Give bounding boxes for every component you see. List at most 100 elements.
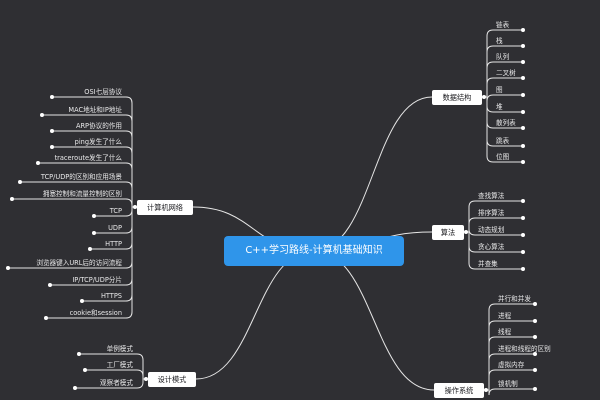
- branch-data-structures[interactable]: 数据结构: [432, 90, 482, 105]
- leaf-dot-algorithms-2[interactable]: [521, 233, 525, 237]
- leaf-line-operating_systems: [488, 369, 535, 390]
- central-topic[interactable]: C++学习路线-计算机基础知识: [224, 236, 404, 266]
- data_structures-collapse-dot[interactable]: [482, 95, 486, 99]
- leaf-dot-operating_systems-4[interactable]: [533, 368, 537, 372]
- leaf-algorithms-2[interactable]: 动态规划: [478, 226, 505, 234]
- leaf-dot-networking-13[interactable]: [44, 316, 48, 320]
- leaf-networking-11[interactable]: IP/TCP/UDP分片: [72, 276, 122, 284]
- leaf-dot-data_structures-3[interactable]: [521, 76, 525, 80]
- leaf-line-algorithms: [468, 217, 523, 232]
- leaf-operating_systems-4[interactable]: 虚拟内存: [498, 361, 525, 369]
- branch-networking[interactable]: 计算机网络: [137, 200, 193, 215]
- leaf-dot-design_patterns-2[interactable]: [73, 386, 77, 390]
- leaf-algorithms-3[interactable]: 贪心算法: [478, 243, 505, 251]
- leaf-dot-networking-0[interactable]: [50, 95, 54, 99]
- leaf-algorithms-0[interactable]: 查找算法: [478, 192, 505, 200]
- leaf-networking-5[interactable]: TCP/UDP的区别和应用场景: [40, 173, 122, 181]
- leaf-dot-data_structures-5[interactable]: [521, 110, 525, 114]
- leaf-data_structures-0[interactable]: 链表: [496, 21, 510, 29]
- leaf-line-algorithms: [468, 232, 523, 270]
- leaf-dot-data_structures-7[interactable]: [521, 144, 525, 148]
- leaf-dot-operating_systems-2[interactable]: [533, 335, 537, 339]
- leaf-dot-data_structures-4[interactable]: [521, 93, 525, 97]
- leaf-line-operating_systems: [488, 353, 535, 390]
- leaf-dot-algorithms-3[interactable]: [521, 250, 525, 254]
- leaf-dot-data_structures-0[interactable]: [521, 28, 525, 32]
- leaf-dot-operating_systems-0[interactable]: [533, 302, 537, 306]
- leaf-operating_systems-0[interactable]: 并行和并发: [498, 295, 531, 303]
- leaf-dot-networking-4[interactable]: [36, 161, 40, 165]
- algorithms-collapse-dot[interactable]: [464, 230, 468, 234]
- leaf-dot-networking-12[interactable]: [80, 299, 84, 303]
- leaf-line-networking: [46, 207, 133, 319]
- branch-design-patterns[interactable]: 设计模式: [148, 372, 196, 387]
- leaf-operating_systems-1[interactable]: 进程: [498, 312, 512, 320]
- leaf-dot-algorithms-1[interactable]: [521, 216, 525, 220]
- leaf-networking-7[interactable]: TCP: [109, 207, 122, 215]
- leaf-dot-networking-9[interactable]: [88, 247, 92, 251]
- leaf-dot-networking-3[interactable]: [50, 145, 54, 149]
- leaf-networking-9[interactable]: HTTP: [105, 240, 122, 248]
- leaf-networking-13[interactable]: cookie和session: [69, 309, 122, 317]
- leaf-dot-networking-5[interactable]: [18, 180, 22, 184]
- leaf-dot-networking-1[interactable]: [40, 113, 44, 117]
- leaf-operating_systems-2[interactable]: 线程: [498, 328, 512, 336]
- leaf-line-operating_systems: [488, 320, 535, 390]
- leaf-design_patterns-1[interactable]: 工厂模式: [106, 361, 133, 369]
- leaf-networking-1[interactable]: MAC地址和IP地址: [68, 106, 122, 114]
- leaf-data_structures-1[interactable]: 栈: [496, 37, 503, 45]
- leaf-dot-networking-7[interactable]: [92, 214, 96, 218]
- leaf-dot-operating_systems-3[interactable]: [533, 352, 537, 356]
- leaf-algorithms-1[interactable]: 排序算法: [478, 209, 505, 217]
- leaf-dot-networking-6[interactable]: [10, 197, 14, 201]
- leaf-data_structures-6[interactable]: 散列表: [496, 119, 516, 127]
- leaf-networking-0[interactable]: OSI七层协议: [84, 88, 122, 96]
- leaf-line-data_structures: [486, 94, 523, 102]
- leaf-dot-data_structures-8[interactable]: [521, 160, 525, 164]
- leaf-operating_systems-3[interactable]: 进程和线程的区别: [498, 345, 551, 353]
- design_patterns-collapse-dot[interactable]: [144, 377, 148, 381]
- leaf-dot-data_structures-1[interactable]: [521, 44, 525, 48]
- networking-collapse-dot[interactable]: [133, 205, 137, 209]
- leaf-algorithms-4[interactable]: 并查集: [478, 260, 498, 268]
- leaf-dot-networking-11[interactable]: [48, 283, 52, 287]
- leaf-networking-4[interactable]: traceroute发生了什么: [54, 154, 122, 162]
- leaf-dot-networking-2[interactable]: [50, 129, 54, 133]
- leaf-line-data_structures: [486, 97, 523, 163]
- leaf-data_structures-2[interactable]: 队列: [496, 53, 510, 61]
- leaf-networking-12[interactable]: HTTPS: [100, 292, 122, 300]
- leaf-dot-networking-10[interactable]: [6, 266, 10, 270]
- leaf-dot-design_patterns-1[interactable]: [83, 368, 87, 372]
- leaf-dot-algorithms-0[interactable]: [521, 199, 525, 203]
- branch-algorithms[interactable]: 算法: [432, 225, 464, 240]
- leaf-line-data_structures: [486, 61, 523, 97]
- leaf-design_patterns-0[interactable]: 单例模式: [106, 345, 133, 353]
- leaf-dot-algorithms-4[interactable]: [521, 267, 525, 271]
- leaf-operating_systems-5[interactable]: 锁机制: [498, 380, 518, 388]
- link-design_patterns: [195, 250, 315, 380]
- leaf-line-operating_systems: [488, 303, 535, 390]
- leaf-design_patterns-2[interactable]: 观察者模式: [100, 379, 133, 387]
- leaf-data_structures-3[interactable]: 二叉树: [496, 69, 516, 77]
- leaf-data_structures-5[interactable]: 堆: [496, 103, 503, 111]
- leaf-networking-8[interactable]: UDP: [108, 224, 122, 232]
- leaf-line-data_structures: [486, 77, 523, 97]
- leaf-dot-data_structures-6[interactable]: [521, 126, 525, 130]
- leaf-networking-2[interactable]: ARP协议的作用: [75, 122, 122, 130]
- leaf-networking-3[interactable]: ping发生了什么: [74, 138, 122, 146]
- branch-operating-systems[interactable]: 操作系统: [434, 383, 484, 398]
- leaf-dot-operating_systems-1[interactable]: [533, 319, 537, 323]
- leaf-dot-design_patterns-0[interactable]: [77, 352, 81, 356]
- leaf-line-design_patterns: [85, 369, 144, 379]
- leaf-dot-operating_systems-5[interactable]: [533, 387, 537, 391]
- leaf-data_structures-7[interactable]: 跳表: [496, 137, 510, 145]
- leaf-data_structures-8[interactable]: 位图: [496, 153, 510, 161]
- leaf-dot-networking-8[interactable]: [92, 231, 96, 235]
- operating_systems-collapse-dot[interactable]: [484, 388, 488, 392]
- leaf-data_structures-4[interactable]: 图: [496, 86, 503, 94]
- leaf-dot-data_structures-2[interactable]: [521, 60, 525, 64]
- leaf-networking-10[interactable]: 浏览器键入URL后的访问流程: [36, 259, 122, 267]
- leaf-line-design_patterns: [75, 379, 144, 389]
- leaf-networking-6[interactable]: 拥塞控制和流量控制的区别: [42, 190, 122, 198]
